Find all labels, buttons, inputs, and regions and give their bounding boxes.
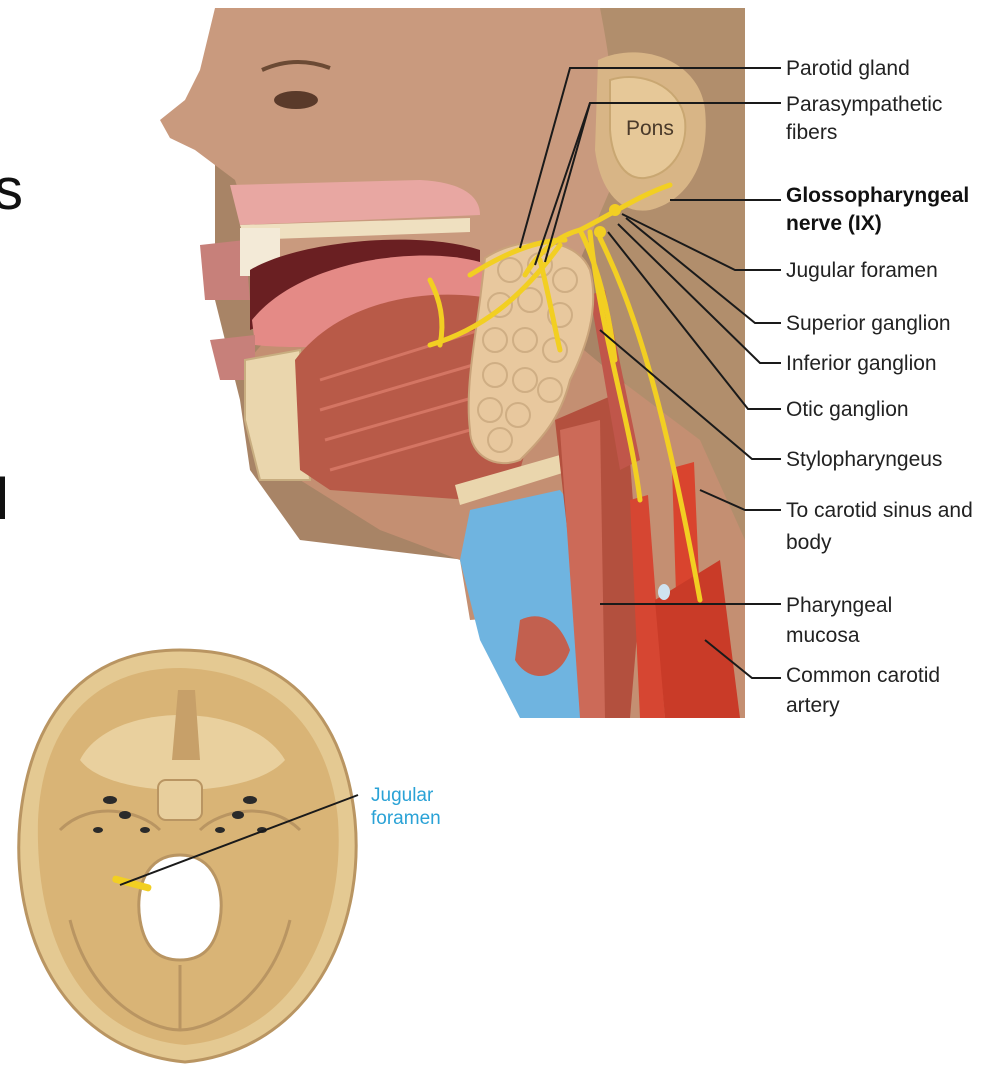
label-inferior-ganglion: Inferior ganglion bbox=[786, 351, 937, 377]
label-jugular-foramen: Jugular foramen bbox=[786, 258, 938, 284]
inferior-ganglion bbox=[594, 226, 606, 238]
label-parasympathetic-line2: fibers bbox=[786, 120, 837, 146]
carotid-sinus-body bbox=[658, 584, 670, 600]
label-common-carotid-line2: artery bbox=[786, 693, 840, 719]
label-pharyngeal-mucosa-line2: mucosa bbox=[786, 623, 860, 649]
label-otic-ganglion: Otic ganglion bbox=[786, 397, 909, 423]
eye bbox=[274, 91, 318, 109]
label-parasympathetic-line1: Parasympathetic bbox=[786, 92, 942, 118]
label-skull-jugular-line2: foramen bbox=[371, 807, 441, 831]
label-carotid-sinus-line2: body bbox=[786, 530, 832, 556]
sella-turcica bbox=[158, 780, 202, 820]
label-pharyngeal-mucosa-line1: Pharyngeal bbox=[786, 593, 892, 619]
head-illustration bbox=[160, 8, 745, 718]
label-skull-jugular-line1: Jugular bbox=[371, 784, 433, 808]
label-superior-ganglion: Superior ganglion bbox=[786, 311, 951, 337]
label-stylopharyngeus: Stylopharyngeus bbox=[786, 447, 942, 473]
label-pons: Pons bbox=[626, 116, 674, 142]
superior-ganglion bbox=[609, 204, 621, 216]
label-parotid-gland: Parotid gland bbox=[786, 56, 910, 82]
skull-base-illustration bbox=[19, 650, 358, 1062]
foramen-magnum bbox=[139, 855, 221, 960]
label-carotid-sinus-line1: To carotid sinus and bbox=[786, 498, 973, 524]
label-glossopharyngeal-line1: Glossopharyngeal bbox=[786, 183, 969, 209]
label-common-carotid-line1: Common carotid bbox=[786, 663, 940, 689]
label-glossopharyngeal-line2: nerve (IX) bbox=[786, 211, 882, 237]
